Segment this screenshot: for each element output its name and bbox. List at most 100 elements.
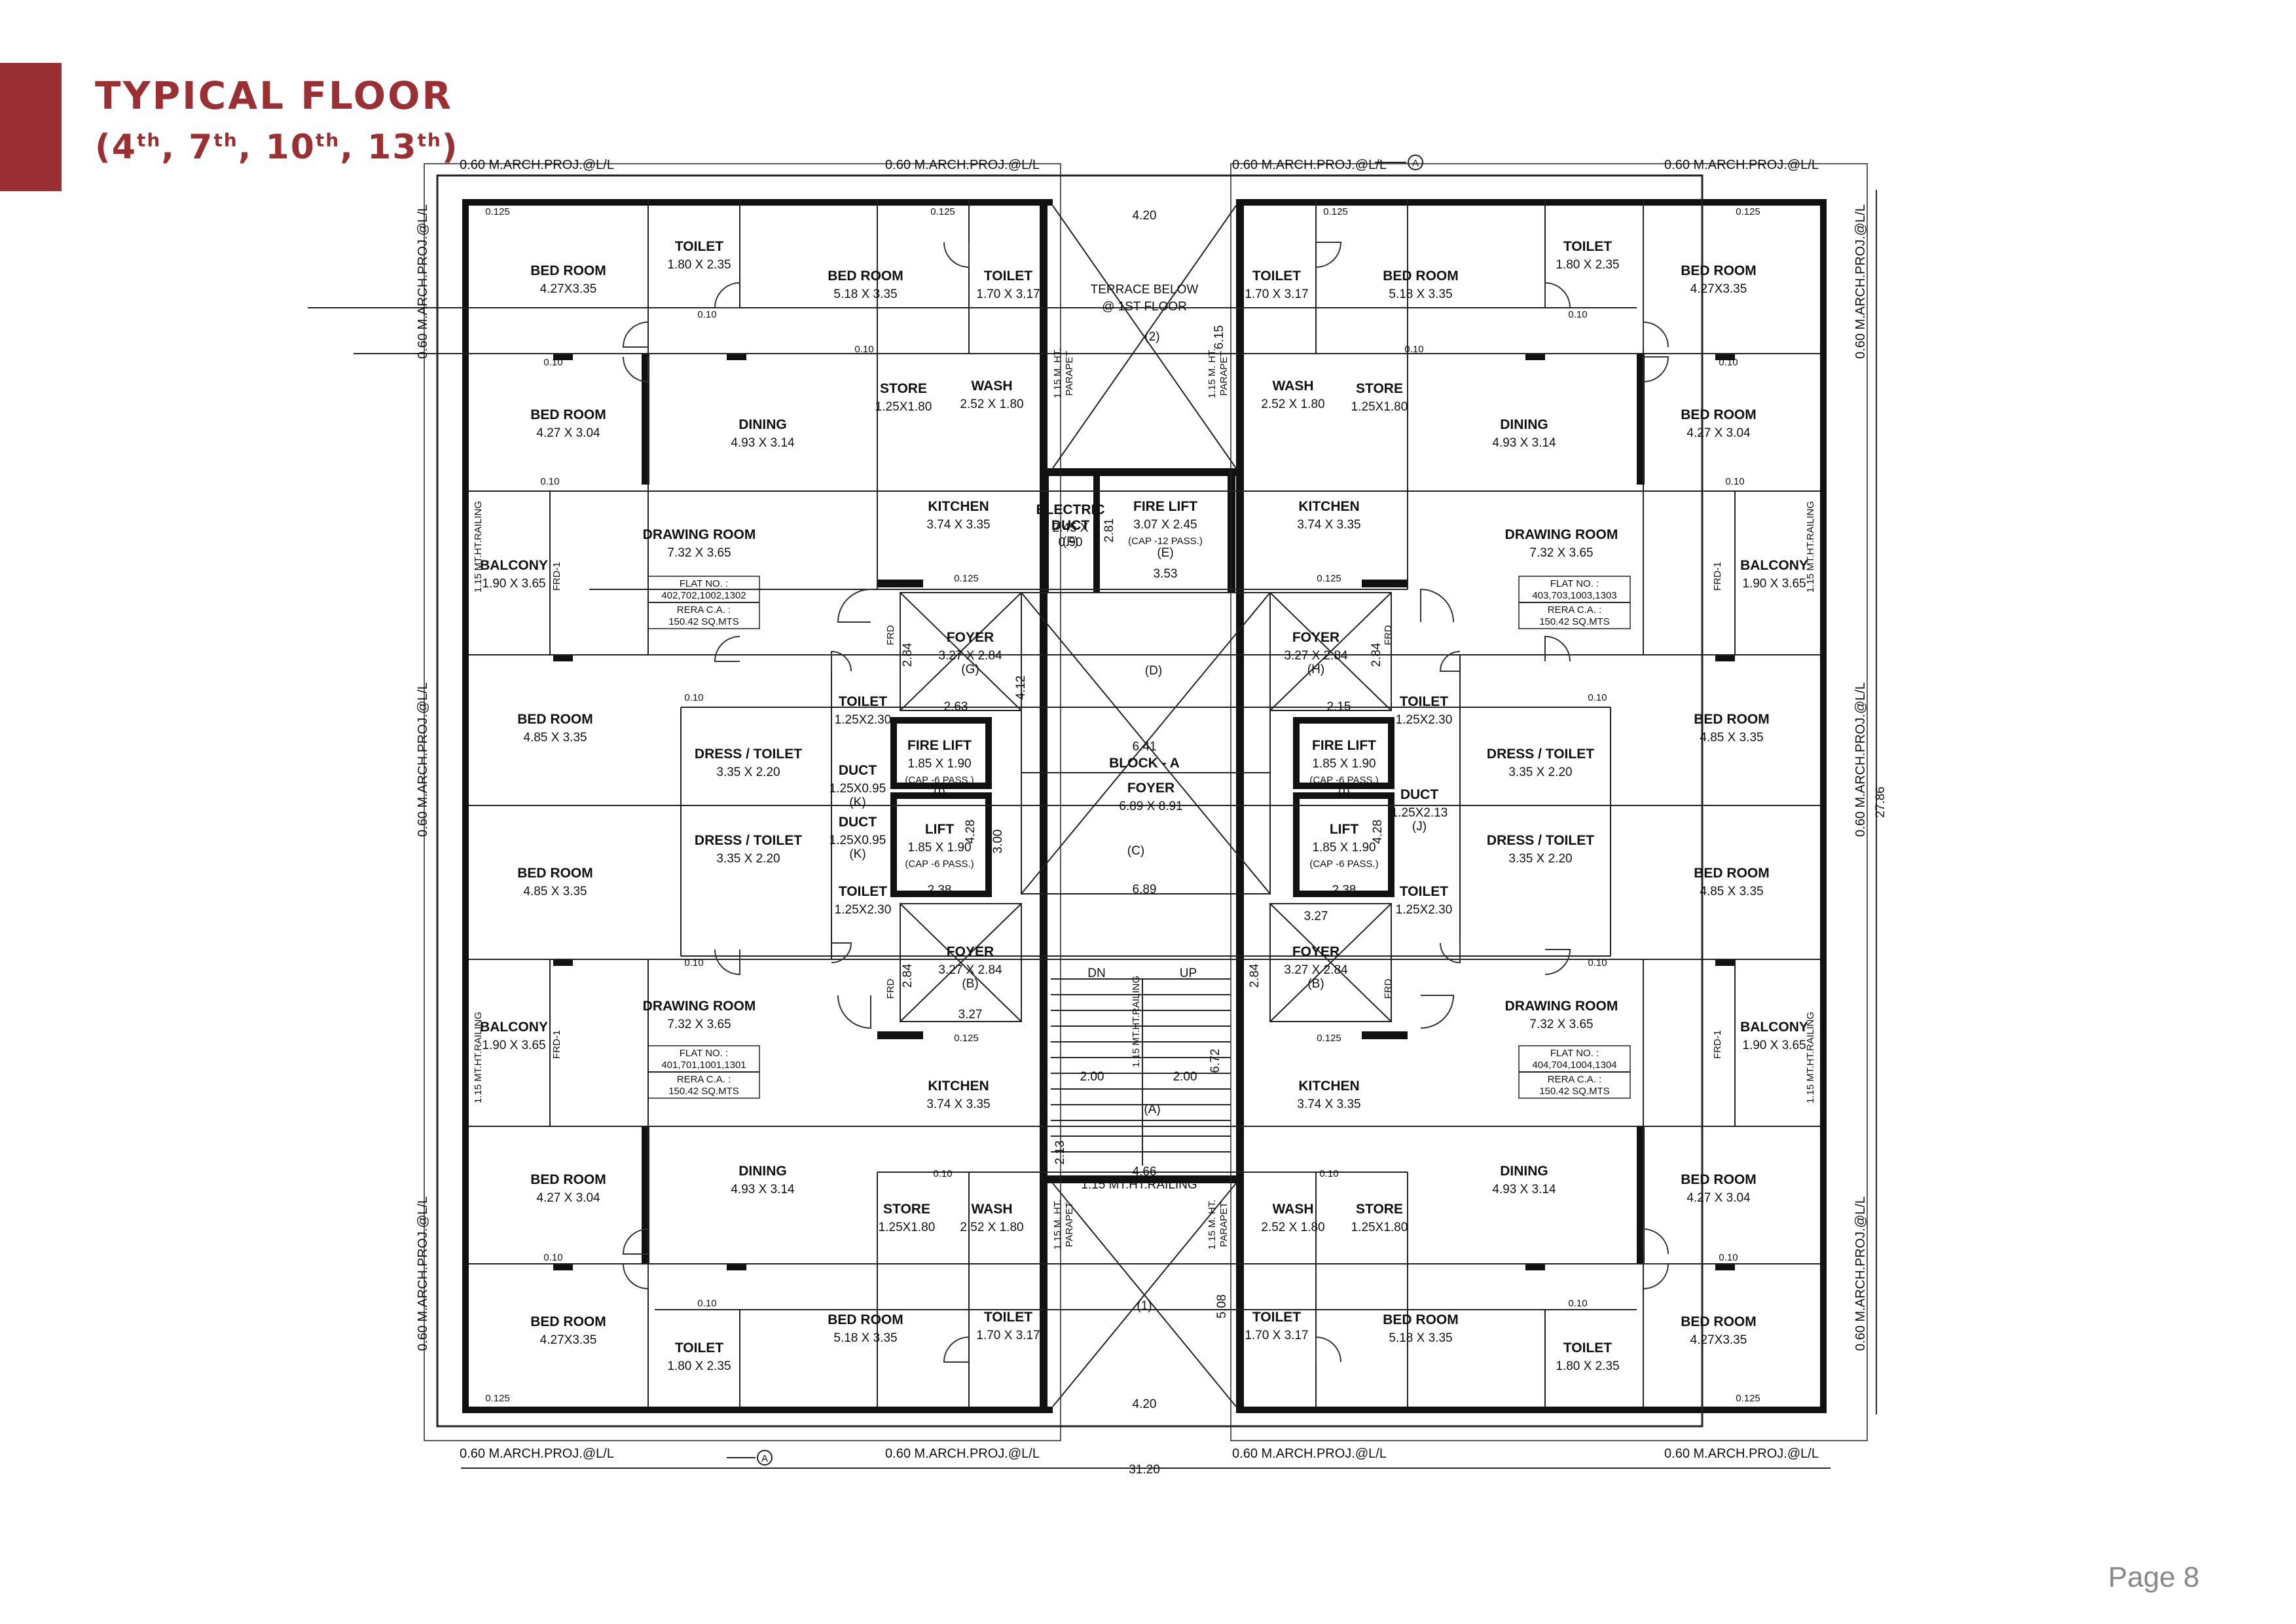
door-swing-12: [1643, 321, 1669, 348]
frd1-1: FRD-1: [1712, 562, 1723, 591]
room-size-foyer-b-r: 3.27 X 2.84: [1284, 963, 1348, 977]
room-name-duct-l2: DUCT: [839, 815, 877, 830]
room-size-mr-toilet-b: 1.25X2.30: [1396, 903, 1453, 917]
room-size-fire-lift-top: 3.07 X 2.45: [1133, 518, 1197, 532]
room-name-tr-kitchen: KITCHEN: [1298, 499, 1359, 514]
dim-v-d213-12: 2.13: [1053, 1141, 1067, 1165]
room-name-bl-bed3: BED ROOM: [530, 1172, 606, 1187]
room-size-tr-kitchen: 3.74 X 3.35: [1297, 518, 1360, 532]
dim-d200-10: 2.00: [1080, 1070, 1104, 1084]
door-swing-16: [1544, 635, 1571, 662]
room-size-bl-wash: 2.52 X 1.80: [960, 1221, 1023, 1234]
dim-0125-0: 0.125: [485, 206, 510, 217]
fire-lift-wall: [1228, 468, 1235, 593]
foyer-h-box: [1269, 592, 1392, 711]
room-size-lift-l: 1.85 X 1.90: [907, 841, 971, 855]
dim-0125-7: 0.125: [1317, 573, 1341, 584]
central-foyer-box: [1021, 592, 1271, 895]
lift-wall: [1293, 792, 1300, 897]
room-name-br-bed2: BED ROOM: [1383, 1312, 1459, 1327]
block-name: BLOCK - A: [1109, 756, 1180, 771]
room-size-duct-l2: 1.25X0.95: [829, 834, 886, 847]
room-size-bl-bed1: 4.27X3.35: [540, 1333, 597, 1347]
room-note-fire-lift-l: (CAP -6 PASS.): [905, 775, 974, 786]
room-name-tr-wash: WASH: [1273, 378, 1314, 394]
door-swing-8: [714, 949, 740, 976]
room-size-duct-r: 1.25X2.13: [1391, 806, 1448, 820]
door-swing-21: [1643, 1263, 1669, 1289]
partition-lines: [308, 155, 1877, 1469]
room-size-ml-toilet-b: 1.25X2.30: [835, 903, 892, 917]
room-tag-foyer-b-l: (B): [962, 977, 978, 991]
room-name-tl-kitchen: KITCHEN: [928, 499, 989, 514]
room-name-tl-toilet1: TOILET: [675, 239, 723, 254]
frd-2: FRD: [885, 978, 896, 999]
room-size-foyer-g: 3.27 X 2.84: [938, 649, 1002, 663]
terrace-bottom-x2: [1052, 1183, 1237, 1407]
rera-label-2: RERA C.A. :: [677, 1074, 731, 1085]
room-size-tl-bed1: 4.27X3.35: [540, 282, 597, 296]
room-name-br-bed3: BED ROOM: [1681, 1172, 1757, 1187]
dim-0125-3: 0.125: [1736, 1393, 1760, 1404]
lift-wall: [890, 717, 992, 724]
door-swing-6: [831, 650, 852, 672]
dim-0125-2: 0.125: [485, 1393, 510, 1404]
dim-010-8: 0.10: [684, 692, 703, 703]
dim-v-d428-2: 4.28: [964, 820, 977, 844]
stair-dn: DN: [1087, 967, 1105, 980]
wall-stub-7: [1715, 354, 1735, 360]
dim-d689-1: 6.89: [1133, 883, 1157, 896]
room-name-ml-bed-b: BED ROOM: [517, 866, 593, 881]
x: [900, 592, 1022, 711]
room-size-tr-toilet1: 1.80 X 2.35: [1556, 258, 1619, 272]
frd-0: FRD: [885, 625, 896, 645]
room-name-tl-store: STORE: [880, 381, 927, 396]
room-tag-duct-r: (J): [1412, 820, 1427, 834]
flat-no-0: 402,702,1002,1302: [661, 590, 746, 601]
dim-d327-8: 3.27: [1304, 910, 1328, 923]
room-size-tr-balcony: 1.90 X 3.65: [1742, 577, 1806, 591]
dim-010-6: 0.10: [540, 476, 559, 487]
room-size-tl-balcony: 1.90 X 3.65: [482, 577, 545, 591]
section-marker-bottom-label: A: [761, 1453, 768, 1464]
lift-wall: [890, 891, 992, 897]
railing-right-bottom: 1.15 MT.HT.RAILING: [1805, 1012, 1816, 1103]
room-name-br-toilet1: TOILET: [1563, 1340, 1612, 1356]
room-name-bl-store: STORE: [883, 1202, 930, 1217]
room-size-fire-lift-l: 1.85 X 1.90: [907, 757, 971, 771]
room-name-tl-balcony: BALCONY: [480, 558, 548, 573]
wall-stub-1: [727, 354, 746, 360]
projection-outline-right: [1230, 163, 1868, 1441]
stair-railing-vertical: 1.15 MT.HT.RAILING: [1131, 976, 1142, 1067]
railing-left-top: 1.15 MT.HT.RAILING: [473, 501, 484, 593]
dim-010-13: 0.10: [1319, 1168, 1338, 1179]
floor-4: 4: [111, 128, 137, 167]
projection-label-side-2: 0.60 M.ARCH.PROJ.@L/L: [416, 1196, 430, 1351]
room-size-tl-bed3: 4.27 X 3.04: [536, 426, 600, 440]
projection-label-7: 0.60 M.ARCH.PROJ.@L/L: [1664, 1447, 1819, 1461]
floor-7: 7: [189, 128, 214, 167]
room-tag-foyer-g: (G): [961, 663, 979, 676]
wall-top-left: [462, 199, 1053, 206]
door-swing-0: [622, 322, 649, 348]
room-name-mr-dress-a: DRESS / TOILET: [1487, 747, 1594, 762]
room-size-ml-dress-b: 3.35 X 2.20: [716, 852, 780, 866]
dim-v-d672-10: 6.72: [1209, 1049, 1222, 1073]
room-name-br-wash: WASH: [1273, 1202, 1314, 1217]
page-title: TYPICAL FLOOR: [95, 73, 454, 118]
rera-1: 150.42 SQ.MTS: [1539, 616, 1610, 627]
room-size-bl-balcony: 1.90 X 3.65: [482, 1039, 545, 1052]
room-tag-fire-lift-r: (I): [1338, 785, 1350, 799]
projection-label-1: 0.60 M.ARCH.PROJ.@L/L: [885, 158, 1040, 172]
room-name-bl-drawing: DRAWING ROOM: [643, 999, 756, 1014]
wall-stub-10: [1525, 1264, 1545, 1270]
room-name-br-kitchen: KITCHEN: [1298, 1079, 1359, 1094]
dim-d327-7: 3.27: [958, 1008, 983, 1022]
room-tag-duct-l2: (K): [849, 847, 866, 861]
room-size-mr-bed-a: 4.85 X 3.35: [1700, 731, 1763, 745]
dim-d353-2: 3.53: [1154, 567, 1178, 581]
room-size-ml-bed-b: 4.85 X 3.35: [523, 885, 587, 898]
flat-no-1: 403,703,1003,1303: [1532, 590, 1616, 601]
